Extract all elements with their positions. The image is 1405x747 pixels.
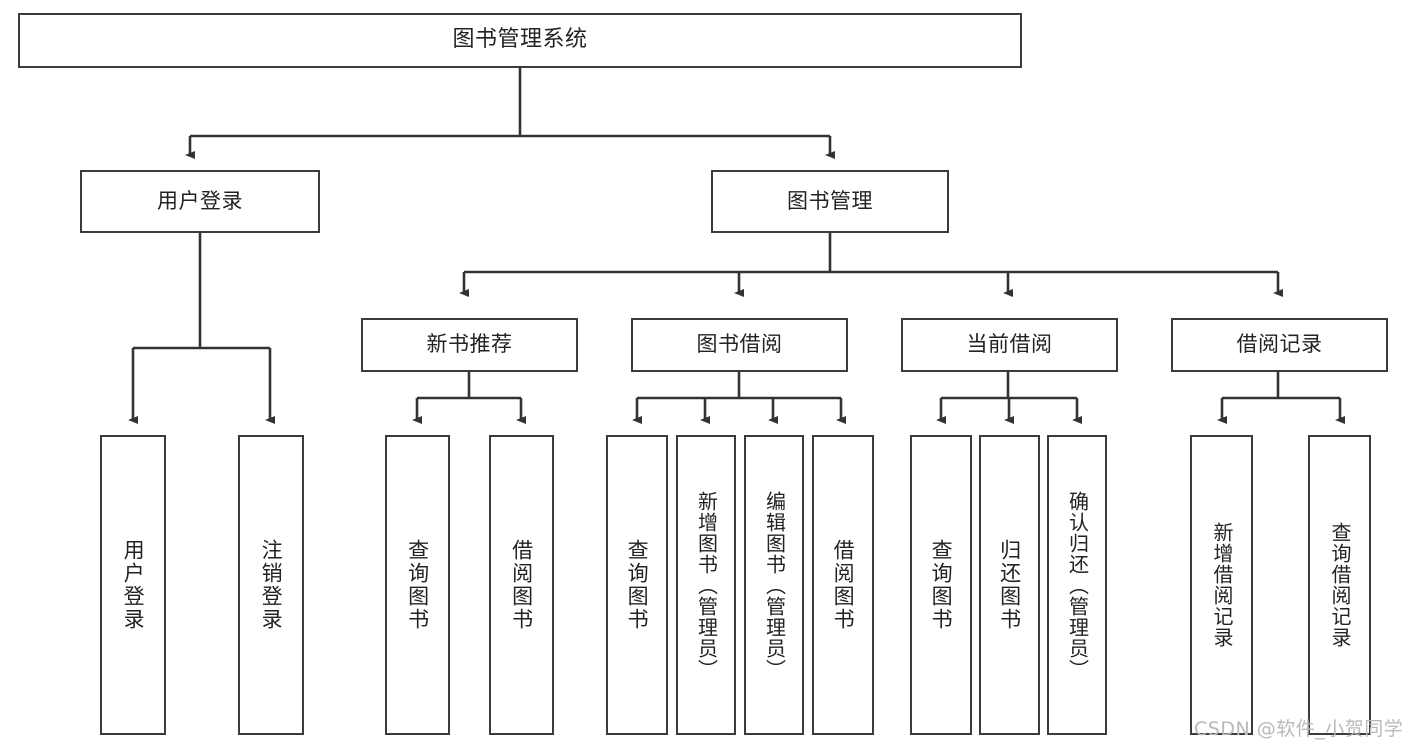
node-new-book-recommend[interactable]: 新书推荐 <box>361 318 578 372</box>
node-current-borrow-label: 当前借阅 <box>966 332 1053 357</box>
node-leaf-return-book[interactable]: 归还图书 <box>979 435 1040 735</box>
node-book-borrow-label: 图书借阅 <box>696 332 783 357</box>
node-leaf-add-record[interactable]: 新增借阅记录 <box>1190 435 1253 735</box>
node-root-system-label: 图书管理系统 <box>452 27 588 53</box>
node-leaf-return-book-label: 归还图书 <box>997 539 1022 631</box>
node-current-borrow[interactable]: 当前借阅 <box>901 318 1118 372</box>
node-leaf-borrow-book-1[interactable]: 借阅图书 <box>489 435 554 735</box>
node-leaf-add-record-label: 新增借阅记录 <box>1210 522 1234 648</box>
node-leaf-query-book-3[interactable]: 查询图书 <box>910 435 972 735</box>
node-borrow-record-label: 借阅记录 <box>1236 332 1323 357</box>
node-leaf-borrow-book-2[interactable]: 借阅图书 <box>812 435 874 735</box>
node-leaf-query-book-2[interactable]: 查询图书 <box>606 435 668 735</box>
node-borrow-record[interactable]: 借阅记录 <box>1171 318 1388 372</box>
node-user-login[interactable]: 用户登录 <box>80 170 320 233</box>
node-new-book-recommend-label: 新书推荐 <box>426 332 513 357</box>
node-book-borrow[interactable]: 图书借阅 <box>631 318 848 372</box>
node-book-management-label: 图书管理 <box>787 188 873 213</box>
node-leaf-confirm-return[interactable]: 确认归还（管理员） <box>1047 435 1107 735</box>
node-leaf-add-book[interactable]: 新增图书（管理员） <box>676 435 736 735</box>
node-leaf-query-book-3-label: 查询图书 <box>929 539 954 631</box>
node-leaf-query-book-1-label: 查询图书 <box>405 539 430 631</box>
node-book-management[interactable]: 图书管理 <box>711 170 949 233</box>
node-leaf-query-book-1[interactable]: 查询图书 <box>385 435 450 735</box>
node-user-login-label: 用户登录 <box>157 188 243 213</box>
node-leaf-user-login-label: 用户登录 <box>121 539 146 631</box>
node-leaf-borrow-book-1-label: 借阅图书 <box>509 539 534 631</box>
node-leaf-logout[interactable]: 注销登录 <box>238 435 304 735</box>
node-leaf-logout-label: 注销登录 <box>259 539 284 631</box>
node-leaf-borrow-book-2-label: 借阅图书 <box>831 539 856 631</box>
node-leaf-user-login[interactable]: 用户登录 <box>100 435 166 735</box>
node-leaf-add-book-label: 新增图书（管理员） <box>694 490 719 680</box>
node-leaf-edit-book-label: 编辑图书（管理员） <box>762 490 787 680</box>
node-leaf-query-record[interactable]: 查询借阅记录 <box>1308 435 1371 735</box>
csdn-watermark: CSDN @软件_小贺同学 <box>1194 718 1404 740</box>
node-leaf-confirm-return-label: 确认归还（管理员） <box>1065 490 1090 680</box>
node-root-system[interactable]: 图书管理系统 <box>18 13 1022 68</box>
node-leaf-query-book-2-label: 查询图书 <box>625 539 650 631</box>
node-leaf-query-record-label: 查询借阅记录 <box>1328 522 1352 648</box>
node-leaf-edit-book[interactable]: 编辑图书（管理员） <box>744 435 804 735</box>
